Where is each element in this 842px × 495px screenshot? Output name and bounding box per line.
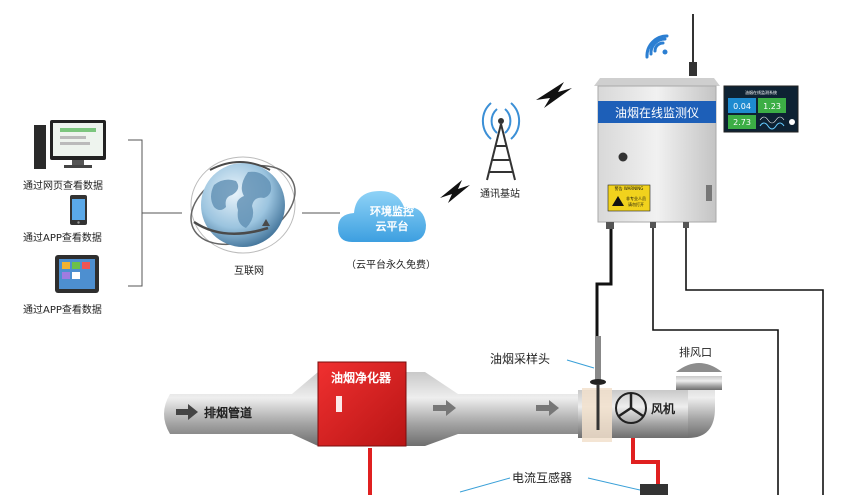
signal-tower-icon <box>481 102 521 181</box>
station-label: 通讯基站 <box>480 187 520 200</box>
cloud-icon <box>338 191 426 242</box>
outlet-cap <box>676 363 722 372</box>
warning-label <box>607 184 651 212</box>
monitor-cabinet <box>594 78 720 229</box>
access-bracket <box>128 139 182 287</box>
outlet-label: 排风口 <box>679 345 712 359</box>
flow-arrow-icon <box>433 400 456 416</box>
warning-text-1: 非专业人员 <box>626 195 646 201</box>
transformer-leader-lines <box>459 477 641 493</box>
current-transformer-device <box>640 484 668 495</box>
cloud-free-note: （云平台永久免费） <box>346 258 436 271</box>
fan-icon <box>615 392 647 424</box>
warning-text-2: 请勿打开 <box>628 201 644 207</box>
internet-label: 互联网 <box>234 265 264 277</box>
antenna-base <box>689 62 697 76</box>
flow-arrow-icon <box>536 400 559 416</box>
access-app-label-1: 通过APP查看数据 <box>23 231 102 244</box>
display-value-2: 1.23 <box>763 102 781 111</box>
purifier-label: 油烟净化器 <box>331 370 392 385</box>
wifi-icon <box>645 34 669 59</box>
exhaust-duct-label: 排烟管道 <box>204 405 252 420</box>
lock-knob <box>618 152 628 162</box>
current-transformer-label: 电流互感器 <box>512 470 572 485</box>
access-app-label-2: 通过APP查看数据 <box>23 303 102 316</box>
cloud-label-line2: 云平台 <box>376 219 409 233</box>
sampling-leader-line <box>566 359 595 369</box>
sampling-probe <box>590 336 606 430</box>
tablet-icon <box>55 255 99 293</box>
display-header: 油烟在线监测系统 <box>745 89 777 95</box>
desktop-computer-icon <box>34 120 106 169</box>
globe-icon <box>190 156 296 254</box>
data-display-screen <box>723 85 799 133</box>
display-value-3: 2.73 <box>733 118 751 127</box>
monitor-title: 油烟在线监测仪 <box>615 106 699 120</box>
lightning-bolt-icon <box>536 82 572 108</box>
flow-arrow-icon <box>176 404 198 420</box>
sampling-head-label: 油烟采样头 <box>490 351 550 366</box>
smartphone-icon <box>70 195 87 225</box>
warning-heading: 警告 WARNING <box>615 185 644 191</box>
oil-fume-purifier <box>317 361 407 447</box>
display-value-1: 0.04 <box>733 102 751 111</box>
exhaust-pipeline <box>164 363 722 446</box>
cloud-label-line1: 环境监控 <box>370 204 414 218</box>
fan-label: 风机 <box>651 401 675 416</box>
cables <box>368 228 824 495</box>
access-web-label: 通过网页查看数据 <box>23 179 103 192</box>
lightning-bolt-icon <box>440 180 470 203</box>
monitor-title-bar <box>598 101 716 123</box>
